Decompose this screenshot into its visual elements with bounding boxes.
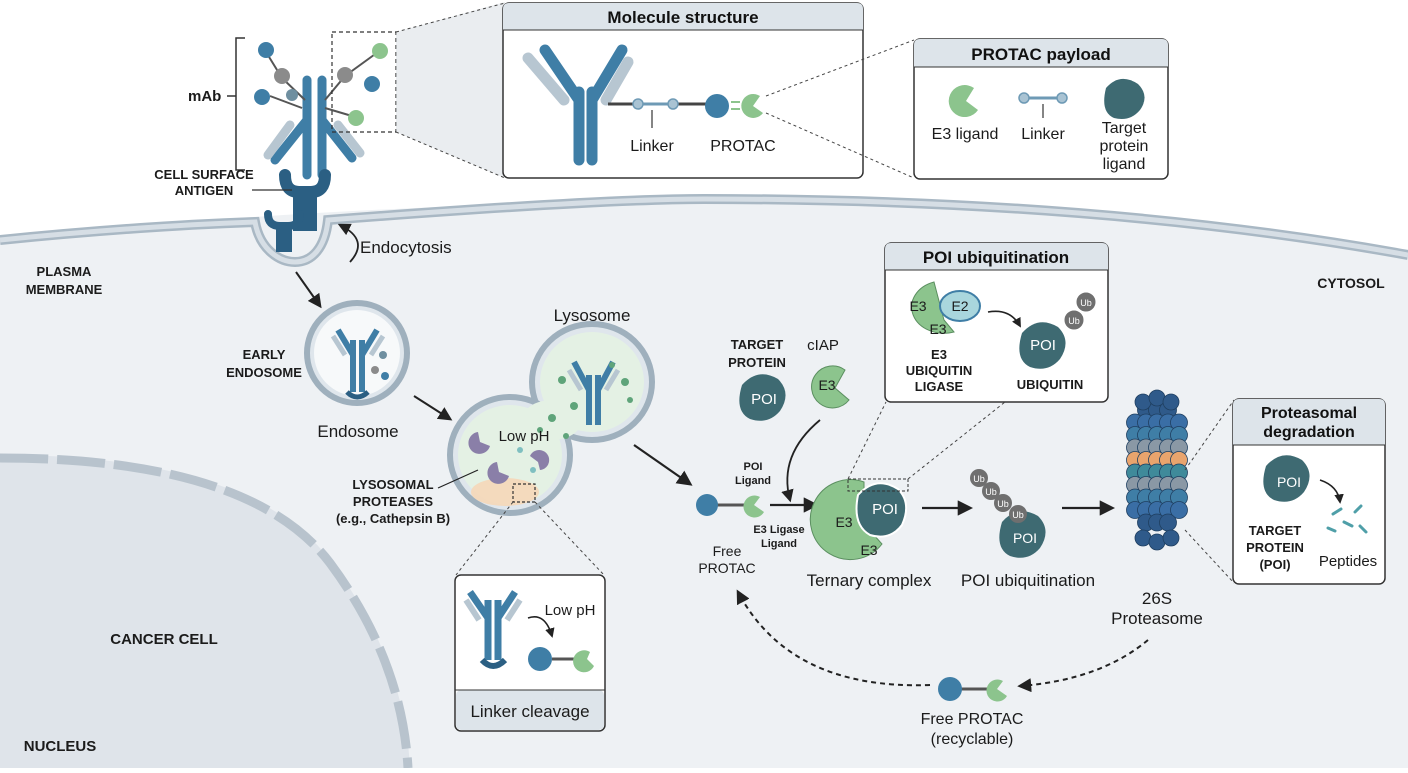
linker-cleavage-box	[454, 574, 606, 732]
ub-box-ub-2: Ub	[1080, 298, 1092, 308]
lysosome	[447, 321, 655, 516]
protease-icon	[530, 450, 550, 470]
mab-label: mAb	[188, 88, 221, 105]
ternary-complex-label: Ternary complex	[807, 571, 932, 590]
ternary-e3-top: E3	[835, 514, 852, 530]
proteasome-cap-subunit	[1134, 529, 1152, 547]
low-ph-label: Low pH	[499, 428, 550, 445]
molecule-structure-box	[502, 2, 864, 179]
molecule-linker-label: Linker	[630, 138, 674, 155]
ub-box-e3-bottom: E3	[929, 321, 946, 337]
cell-surface-antigen-icon	[252, 169, 331, 252]
ub-box-e2: E2	[951, 298, 968, 314]
ternary-complex	[809, 478, 909, 561]
proteasome-cap-subunit	[1148, 389, 1166, 407]
ciap-e3-icon	[811, 365, 850, 409]
endocytosis-label: Endocytosis	[360, 238, 452, 257]
free-protac-recyclable-label: Free PROTAC(recyclable)	[921, 711, 1024, 748]
molecule-protac-label: PROTAC	[710, 138, 775, 155]
linker-node-icon	[1056, 92, 1068, 104]
proteasome-cap-subunit	[1162, 393, 1180, 411]
free-protac-icon	[696, 494, 764, 518]
ub-1: Ub	[973, 474, 985, 484]
molecule-structure-title: Molecule structure	[607, 8, 758, 27]
ub-box-e3-top: E3	[909, 298, 926, 314]
adc-antibody-icon	[227, 31, 397, 180]
ternary-poi: POI	[872, 501, 898, 518]
nucleus	[0, 455, 410, 768]
proteasome-cap-subunit	[1134, 393, 1152, 411]
linker-node-icon	[1018, 92, 1030, 104]
polyubiquitinated-poi	[970, 469, 1046, 558]
endosome-label: Endosome	[317, 422, 398, 441]
proteasome-subunit	[1170, 501, 1188, 519]
proteasome-subunit	[1159, 513, 1177, 532]
ternary-e3-bottom: E3	[860, 542, 877, 558]
protac-payload-title: PROTAC payload	[971, 45, 1110, 64]
ciap-label: cIAP	[807, 337, 839, 354]
target-protein-poi-text: POI	[751, 391, 777, 408]
proteasome-cap-subunit	[1148, 533, 1166, 551]
protac-payload-box	[913, 38, 1169, 180]
recycle-arrow-to-free-protac	[1017, 639, 1149, 693]
proteasome-cap-subunit	[1162, 529, 1180, 547]
endocytosis-arrow	[337, 223, 359, 263]
proteasome-26s-icon	[1126, 389, 1188, 551]
linker-cleavage-title: Linker cleavage	[470, 702, 589, 721]
recycle-arrow-back	[736, 589, 931, 687]
cancer-cell-label: CANCER CELL	[110, 631, 218, 648]
ub-3: Ub	[997, 499, 1009, 509]
protease-icon	[487, 462, 509, 484]
peptides-label: Peptides	[1319, 553, 1377, 570]
lysosome-label: Lysosome	[554, 306, 631, 325]
ubiquitin-label: UBIQUITIN	[1017, 377, 1083, 392]
early-endosome	[304, 300, 410, 406]
recyclable-protac-icon	[938, 677, 1007, 702]
degradation-poi-text: POI	[1277, 474, 1301, 490]
nucleus-label: NUCLEUS	[24, 738, 97, 755]
cytosol-label: CYTOSOL	[1317, 275, 1385, 291]
nuclear-envelope	[0, 453, 413, 769]
ub-box-poi: POI	[1030, 337, 1056, 354]
e3-ligand-icon	[948, 85, 978, 118]
zoom-wedge-molecule	[396, 2, 505, 178]
payload-e3-ligand-label: E3 ligand	[932, 126, 999, 143]
poi-ubiquitination-box	[884, 242, 1109, 403]
poi-ubiquitination-label: POI ubiquitination	[961, 571, 1095, 590]
ciap-e3-text: E3	[818, 377, 835, 393]
target-protein-poi-icon	[739, 374, 786, 421]
poi-ubiquitination-title: POI ubiquitination	[923, 248, 1069, 267]
protease-icon	[468, 432, 490, 454]
ub-4: Ub	[1012, 510, 1024, 520]
ub-box-ub-1: Ub	[1068, 316, 1080, 326]
ub-2: Ub	[985, 487, 997, 497]
linker-cleavage-low-ph: Low pH	[545, 602, 596, 619]
payload-linker-label: Linker	[1021, 126, 1065, 143]
ubiquitinated-poi-text: POI	[1013, 530, 1037, 546]
proteasomal-degradation-box	[1232, 398, 1386, 585]
target-protein-ligand-icon	[1104, 78, 1145, 119]
